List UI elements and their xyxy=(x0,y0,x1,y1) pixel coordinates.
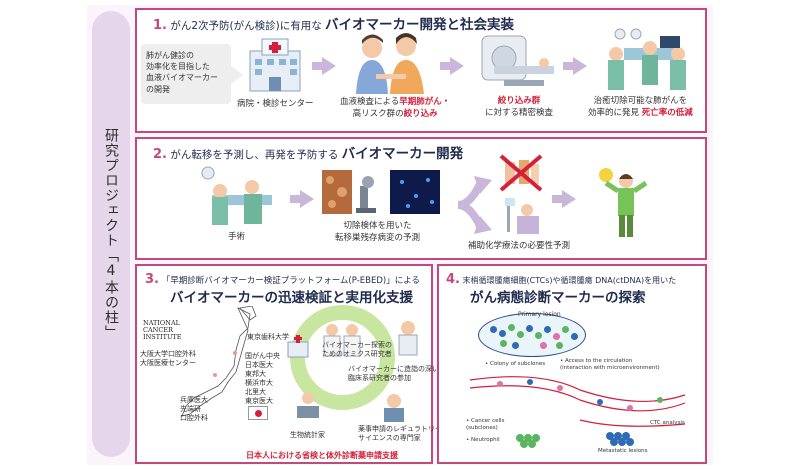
pillar2-step2-label: 切除検体を用いた 転移巣残存病変の予測 xyxy=(335,221,421,243)
pillar1-arrow-1 xyxy=(312,57,336,75)
clinician-illustration xyxy=(398,321,418,356)
access-label: • Access to the circulation(interaction … xyxy=(560,358,660,372)
lab-building-icon xyxy=(287,335,309,358)
pillar3-title-main: バイオマーカーの迅速検証と実用化支援 xyxy=(170,286,413,306)
pillar2-arrow-1 xyxy=(290,190,314,208)
pillar1-step2-label: 血液検査による早期肺がん・ 高リスク群の絞り込み xyxy=(340,97,451,119)
pillar1-step3-label: 絞り込み群 に対する精密検査 xyxy=(485,96,554,118)
pillar1-speech-bubble xyxy=(141,44,231,104)
pillar1-speech-bubble-tip xyxy=(231,66,243,84)
pillar2-arrow-2 xyxy=(552,190,576,208)
surgery-illustration xyxy=(201,166,272,225)
map-point-osaka xyxy=(213,373,217,377)
pillar4-title-main: がん病態診断マーカーの探索 xyxy=(470,286,646,306)
pillar4-title: 4. 末梢循環腫瘍細胞(CTCs)や循環腫瘍 DNA(ctDNA)を用いた xyxy=(446,272,676,287)
tumor-cell xyxy=(517,331,524,338)
pillar1-title-large: バイオマーカー開発と社会実装 xyxy=(325,17,515,33)
chemotherapy-patient-illustration xyxy=(505,198,539,234)
map-label-east-list: 国がん中央 日本医大 東邦大 横浜市大 北里大 東京医大 xyxy=(245,352,280,406)
pillar2-step1-label: 手術 xyxy=(228,232,246,242)
tumor-cell xyxy=(553,333,560,340)
pillar4-number: 4. xyxy=(446,272,460,287)
pillar1-step4-label: 治癒切除可能な肺がんを 効率的に発見 死亡率の低減 xyxy=(588,96,693,118)
japan-flag-icon xyxy=(248,406,268,420)
tumor-cell xyxy=(535,332,542,339)
regulatory-expert-illustration xyxy=(384,394,404,422)
ct-scanner-illustration xyxy=(481,35,554,86)
tumor-cell xyxy=(571,333,578,340)
pillar4-title-large: がん病態診断マーカーの探索 xyxy=(470,290,646,306)
tumor-cell xyxy=(490,326,497,333)
map-point-tokyo xyxy=(233,351,237,355)
japan-map xyxy=(181,306,257,417)
no-chemotherapy-icon xyxy=(499,154,543,192)
pillar1-title: 1. がん2次予防(がん検診)に有用な バイオマーカー開発と社会実装 xyxy=(153,13,514,33)
tumor-cell xyxy=(556,342,563,349)
circulation-vessels xyxy=(469,376,686,448)
tumor-cell xyxy=(500,340,507,347)
neutrophil-legend: • Neutrophil xyxy=(466,437,500,443)
tumor-cell xyxy=(562,326,569,333)
side-title-bar: 研究プロジェクト「4本の柱」 xyxy=(92,11,130,457)
role-regulatory: 薬事申請のレギュラトリー サイエンスの専門家 xyxy=(358,425,442,443)
pillar1-number: 1. xyxy=(153,18,167,33)
map-label-east-top: 東京歯科大学 xyxy=(247,333,289,341)
cancer-cells-legend: • Cancer cells(subclones) xyxy=(466,418,505,432)
pillar3-title: 3. 「早期診断バイオマーカー検証プラットフォーム(P-EBED)」による xyxy=(145,272,420,287)
pathology-specimen-illustration xyxy=(322,170,440,214)
branch-arrows xyxy=(457,176,492,234)
hospital-icon xyxy=(249,38,301,92)
tumor-cell xyxy=(544,326,551,333)
pillar3-panel xyxy=(135,264,433,464)
metastatic-label: Metastatic lesions xyxy=(598,448,648,454)
tumor-cell xyxy=(540,342,547,349)
tumor-cell xyxy=(508,324,515,331)
map-label-west: 大阪大学口腔外科 大阪医療センター xyxy=(140,350,196,368)
pillar1-arrow-2 xyxy=(440,57,464,75)
pillar4-title-small: 末梢循環腫瘍細胞(CTCs)や循環腫瘍 DNA(ctDNA)を用いた xyxy=(462,276,677,285)
pillar3-number: 3. xyxy=(145,272,159,287)
side-title: 研究プロジェクト「4本の柱」 xyxy=(103,128,119,340)
statistician-illustration xyxy=(297,392,319,418)
pillar2-number: 2. xyxy=(153,147,167,162)
pillar4-panel xyxy=(437,264,707,464)
pillar1-arrow-3 xyxy=(563,57,587,75)
tumor-cell xyxy=(512,342,519,349)
map-label-south: 兵庫医大 先端研 口腔外科 xyxy=(180,396,208,423)
role-clinical: バイオマーカーに造詣の深い 臨床系研究者の参加 xyxy=(348,365,439,383)
primary-lesion-label: Primary lesion xyxy=(518,311,561,318)
role-stats: 生物統計家 xyxy=(290,431,325,439)
tumor-cell xyxy=(499,330,506,337)
pillar2-title: 2. がん転移を予測し、再発を予防する バイオマーカー開発 xyxy=(153,142,463,162)
healthy-patient-illustration xyxy=(599,168,648,237)
tumor-cell xyxy=(526,325,533,332)
nci-logo: NATIONAL CANCER INSTITUTE xyxy=(143,319,182,341)
colony-label: • Colony of subclones xyxy=(485,361,546,367)
blood-test-illustration xyxy=(356,33,424,94)
ctc-analysis-label: CTC analysis xyxy=(650,420,685,426)
pillar3-footer: 日本人における省検と体外診断薬申請支援 xyxy=(246,451,398,460)
pillar2-title-small: がん転移を予測し、再発を予防する xyxy=(170,149,339,161)
primary-lesion-ellipse xyxy=(478,313,586,357)
pillar3-title-large: バイオマーカーの迅速検証と実用化支援 xyxy=(170,290,413,306)
pillar2-step3-label: 補助化学療法の必要性予測 xyxy=(468,241,571,251)
pillar3-title-small: 「早期診断バイオマーカー検証プラットフォーム(P-EBED)」による xyxy=(161,276,420,286)
pillar1-title-small: がん2次予防(がん検診)に有用な xyxy=(170,20,322,32)
surgery-team-illustration xyxy=(608,28,686,90)
role-omics: バイオマーカー探索の ためのオミクス研究者 xyxy=(322,341,392,359)
pillar2-title-large: バイオマーカー開発 xyxy=(341,146,464,162)
pillar1-step1-label: 病院・検診センター xyxy=(237,99,314,109)
pillar1-bubble-text: 肺がん健診の 効率化を目指した 血液バイオマーカー の開発 xyxy=(146,51,218,94)
omics-researchers-illustration xyxy=(323,324,361,357)
